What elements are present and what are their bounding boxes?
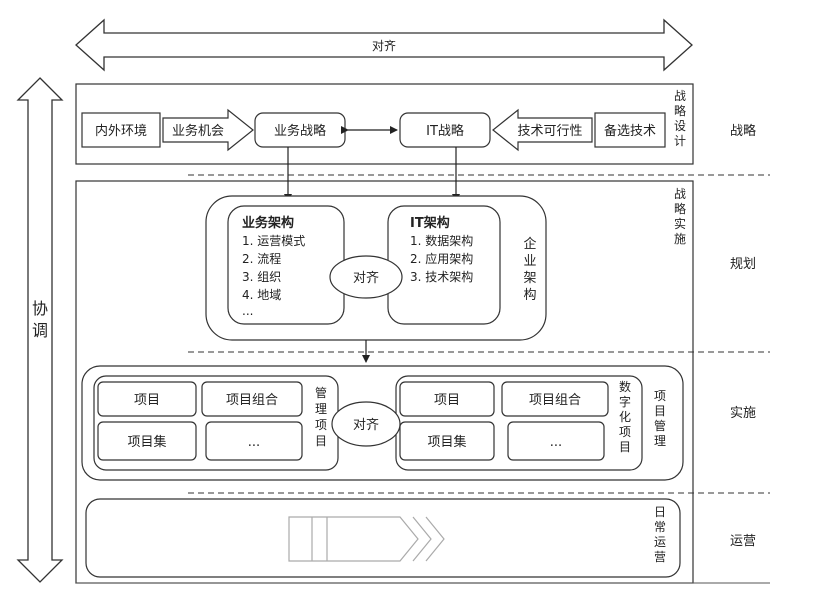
digital-cell-project-label: 项目 xyxy=(434,393,460,408)
top-align-label: 对齐 xyxy=(372,38,396,53)
layer-label-operations: 运营 xyxy=(730,534,756,549)
mgmt-cell-program-label: 项目集 xyxy=(127,434,166,450)
top-align-arrow: 对齐 xyxy=(75,18,693,72)
business-arch-item-1: 1. 运营模式 xyxy=(242,234,305,248)
digital-cell-program xyxy=(399,421,495,461)
digital-projects-label-1: 数 xyxy=(619,379,631,394)
mgmt-projects-label-4: 目 xyxy=(315,434,327,448)
it-architecture-title: IT架构 xyxy=(410,215,450,231)
mgmt-cell-project-label: 项目 xyxy=(134,393,160,408)
digital-projects-label-2: 字 xyxy=(619,394,631,409)
strategy-impl-label-3: 实 xyxy=(674,216,686,231)
mgmt-cell-portfolio xyxy=(201,381,303,417)
daily-ops-label-4: 营 xyxy=(654,550,666,564)
daily-ops-label-1: 日 xyxy=(654,505,666,519)
enterprise-arch-label-4: 构 xyxy=(523,288,536,303)
strategy-design-label-1: 战 xyxy=(674,89,686,103)
project-mgmt-label-4: 理 xyxy=(654,434,666,448)
strategy-design-box xyxy=(75,83,694,165)
enterprise-arch-label-1: 企 xyxy=(523,236,536,252)
left-coordination-arrow: 协 调 xyxy=(16,77,64,583)
mgmt-cell-project xyxy=(97,381,197,417)
strategy-impl-label-4: 施 xyxy=(674,232,686,246)
tech-feasibility-label: 技术可行性 xyxy=(517,124,582,139)
business-opportunity-label: 业务机会 xyxy=(172,123,224,139)
it-strategy-box xyxy=(399,112,491,148)
layer-label-implementation: 实施 xyxy=(730,406,756,421)
planning-align-ellipse xyxy=(329,255,403,299)
mgmt-projects-label-2: 理 xyxy=(315,402,327,416)
digital-cell-more-label: ... xyxy=(550,435,562,450)
strategy-design-label-4: 计 xyxy=(674,134,686,148)
tech-feasibility-arrow xyxy=(492,108,593,152)
digital-cell-program-label: 项目集 xyxy=(427,434,466,450)
daily-operations-box xyxy=(85,498,681,578)
business-arch-item-3: 3. 组织 xyxy=(242,270,281,284)
layer-label-strategy: 战略 xyxy=(730,123,756,139)
inner-outer-environment-label: 内外环境 xyxy=(95,123,147,139)
daily-ops-label-3: 运 xyxy=(654,535,666,549)
enterprise-arch-label-3: 架 xyxy=(523,271,536,286)
digital-projects-label-3: 化 xyxy=(619,410,631,424)
enterprise-arch-label-2: 业 xyxy=(523,254,536,269)
digital-projects-label-5: 目 xyxy=(619,440,631,454)
digital-cell-more xyxy=(507,421,605,461)
business-arch-item-5: ... xyxy=(242,304,253,318)
business-strategy-label: 业务战略 xyxy=(274,123,326,139)
coordination-label-2: 调 xyxy=(32,321,48,340)
project-mgmt-label-3: 管 xyxy=(654,418,666,433)
business-arch-item-4: 4. 地域 xyxy=(242,288,281,302)
project-mgmt-label-1: 项 xyxy=(654,389,666,403)
digital-cell-project xyxy=(399,381,495,417)
implementation-align-ellipse xyxy=(331,401,401,447)
operations-flow-chevron-icon xyxy=(288,516,445,562)
it-strategy-label: IT战略 xyxy=(426,123,464,139)
it-arch-item-3: 3. 技术架构 xyxy=(410,269,473,284)
inner-outer-environment-box xyxy=(81,112,161,148)
business-architecture-title: 业务架构 xyxy=(242,215,294,231)
digital-projects-label-4: 项 xyxy=(619,425,631,439)
planning-align-label: 对齐 xyxy=(353,270,379,286)
strategy-design-label-3: 设 xyxy=(674,119,686,133)
strategy-impl-label-1: 战 xyxy=(674,187,686,201)
it-arch-item-1: 1. 数据架构 xyxy=(410,233,473,248)
project-mgmt-label-2: 目 xyxy=(654,404,666,418)
strategy-design-label-2: 略 xyxy=(674,103,686,118)
alternative-tech-box xyxy=(594,112,666,148)
digital-cell-portfolio xyxy=(501,381,609,417)
daily-ops-label-2: 常 xyxy=(654,520,666,534)
alternative-tech-label: 备选技术 xyxy=(604,123,656,139)
digital-cell-portfolio-label: 项目组合 xyxy=(529,393,581,408)
mgmt-projects-label-1: 管 xyxy=(315,385,327,400)
mgmt-cell-more xyxy=(205,421,303,461)
implementation-align-label: 对齐 xyxy=(353,417,379,433)
coordination-label-1: 协 xyxy=(32,299,48,318)
layer-separators xyxy=(188,174,770,494)
mgmt-projects-label-3: 项 xyxy=(315,418,327,432)
layer-label-planning: 规划 xyxy=(730,257,756,272)
it-arch-item-2: 2. 应用架构 xyxy=(410,251,473,266)
business-arch-item-2: 2. 流程 xyxy=(242,251,281,266)
mgmt-cell-portfolio-label: 项目组合 xyxy=(226,393,278,408)
mgmt-cell-program xyxy=(97,421,197,461)
strategy-impl-label-2: 略 xyxy=(674,201,686,216)
mgmt-cell-more-label: ... xyxy=(248,435,260,450)
business-opportunity-arrow xyxy=(162,108,254,152)
